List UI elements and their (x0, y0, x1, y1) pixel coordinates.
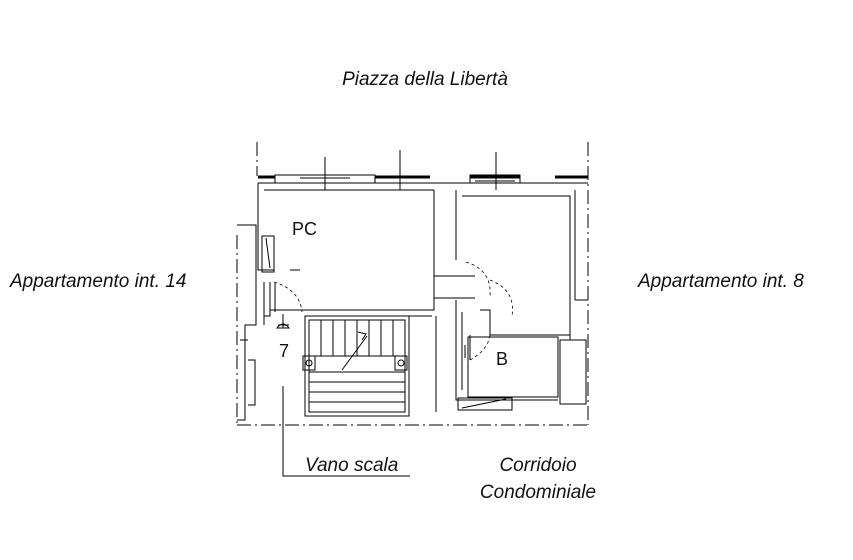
number-7-label: 7 (279, 341, 289, 361)
stairwell-leader (282, 386, 410, 477)
door-swing-stairs (273, 281, 303, 313)
room-pc-walls (257, 183, 435, 325)
right-unit-label: Appartamento int. 8 (637, 271, 804, 292)
facade-wall (258, 150, 588, 190)
stairwell-label: Vano scala (305, 455, 398, 476)
corridor-label-line2: Condominiale (480, 482, 596, 503)
right-rooms-walls (434, 190, 588, 411)
street-label: Piazza della Libertà (342, 69, 508, 90)
fixture-icon (275, 314, 291, 329)
room-pc-label: PC (292, 219, 317, 239)
corridor-label-line1: Corridoio (499, 455, 576, 476)
left-neighbour-walls (237, 224, 257, 421)
boundary-lines (236, 142, 589, 426)
left-unit-label: Appartamento int. 14 (9, 271, 186, 292)
room-b-label: B (496, 349, 508, 369)
stairwell-drawing (302, 315, 437, 417)
